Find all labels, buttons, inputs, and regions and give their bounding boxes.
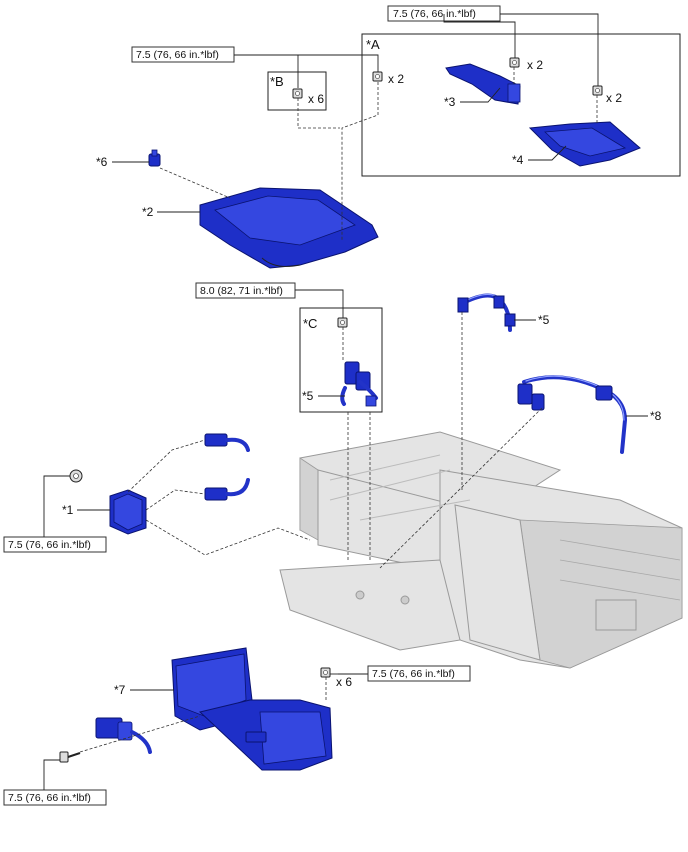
part-3-bracket: [445, 63, 521, 105]
nut-icon: [69, 469, 83, 483]
part-5-harness-lower: [340, 361, 378, 407]
svg-text:8.0 (82, 71 in.*lbf): 8.0 (82, 71 in.*lbf): [200, 285, 283, 297]
qty-top-nut: x 2: [388, 72, 404, 86]
torque-lower-right: 7.5 (76, 66 in.*lbf): [367, 665, 471, 682]
callout-part5-lower: *5: [302, 389, 314, 403]
torque-top-left: 7.5 (76, 66 in.*lbf): [131, 46, 235, 63]
nut-icon: [592, 85, 603, 96]
dash-part1-lower: [145, 489, 206, 511]
leader-top-left-a: [234, 54, 379, 72]
qty-lower-cover-nut: x 6: [336, 675, 352, 689]
svg-text:7.5 (76, 66 in.*lbf): 7.5 (76, 66 in.*lbf): [8, 539, 91, 551]
dash-part1-upper: [127, 439, 206, 493]
dash-box-b: [297, 98, 340, 129]
torque-part1: 7.5 (76, 66 in.*lbf): [3, 536, 107, 553]
callout-part6: *6: [96, 155, 108, 169]
leader-mid: [295, 289, 344, 318]
callout-part2: *2: [142, 205, 154, 219]
box-b-label: *B: [270, 74, 284, 89]
part-6-clip: [148, 149, 161, 167]
svg-text:7.5 (76, 66 in.*lbf): 7.5 (76, 66 in.*lbf): [8, 792, 91, 804]
part-2-cover: [199, 187, 379, 269]
leader-part4: [528, 145, 567, 161]
part-4-bracket: [528, 121, 641, 167]
hv-battery-assembly: [279, 431, 683, 669]
dash-lower-bolt: [79, 715, 201, 753]
leader-part3: [460, 87, 501, 103]
leader-part1: [43, 475, 76, 537]
connector-upper: [204, 433, 250, 452]
part-8-cable: [517, 375, 628, 454]
box-c-frame: [299, 307, 383, 413]
nut-icon: [372, 71, 383, 82]
leader-lower-left: [43, 759, 62, 790]
callout-part8: *8: [650, 409, 662, 423]
nut-icon: [320, 667, 331, 678]
connector-lower: [204, 478, 250, 501]
nut-icon: [509, 57, 520, 68]
part-5-cable-upper: [457, 293, 516, 332]
callout-part5-upper: *5: [538, 313, 550, 327]
part-1-connector: [109, 489, 147, 535]
svg-text:7.5 (76, 66 in.*lbf): 7.5 (76, 66 in.*lbf): [372, 668, 455, 680]
leader-top-right-b: [500, 13, 599, 86]
callout-part1: *1: [62, 503, 74, 517]
part-7-lower-cover: [171, 647, 333, 771]
svg-text:7.5 (76, 66 in.*lbf): 7.5 (76, 66 in.*lbf): [136, 49, 219, 61]
nut-icon: [337, 317, 348, 328]
dash-part6: [159, 167, 231, 199]
qty-part4-nut: x 2: [606, 91, 622, 105]
callout-part3: *3: [444, 95, 456, 109]
dash-top-nut: [341, 82, 379, 240]
dash-part8: [379, 407, 543, 569]
svg-text:7.5 (76, 66 in.*lbf): 7.5 (76, 66 in.*lbf): [393, 8, 476, 20]
torque-mid: 8.0 (82, 71 in.*lbf): [195, 282, 296, 299]
leader-top-right-a: [443, 14, 516, 58]
qty-box-b-nut: x 6: [308, 92, 324, 106]
box-a-label: *A: [366, 37, 380, 52]
torque-lower-left: 7.5 (76, 66 in.*lbf): [3, 789, 107, 806]
lower-connector: [95, 717, 152, 754]
box-c-label: *C: [303, 316, 317, 331]
callout-part7: *7: [114, 683, 126, 697]
nut-icon: [292, 88, 303, 99]
qty-part3-nut: x 2: [527, 58, 543, 72]
callout-part4: *4: [512, 153, 524, 167]
box-a-frame: [361, 33, 681, 177]
dash-part1-battery: [145, 519, 311, 556]
torque-top-right: 7.5 (76, 66 in.*lbf): [387, 5, 501, 22]
bolt-icon: [59, 751, 81, 763]
box-b-frame: [267, 71, 327, 111]
